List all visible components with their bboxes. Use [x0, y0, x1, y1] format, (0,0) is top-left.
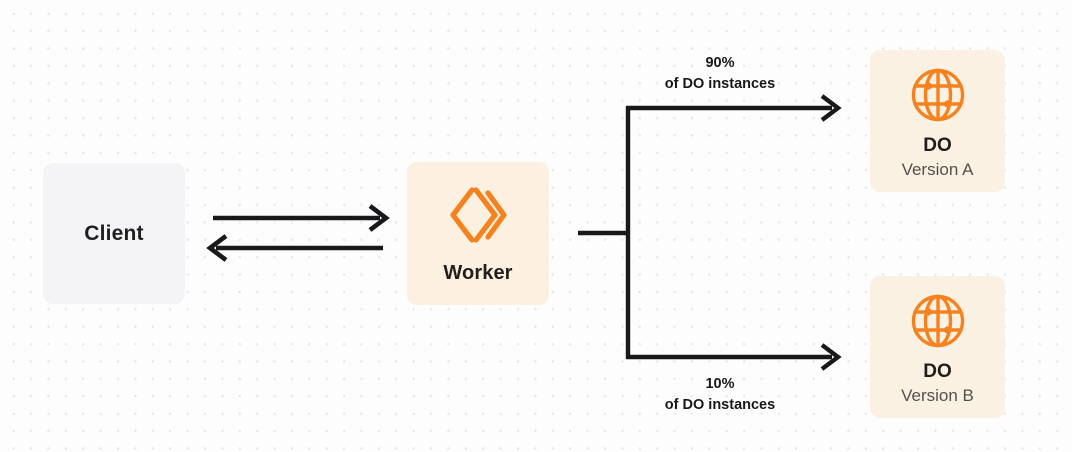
edge-label-do-a-percent: 90% — [705, 55, 735, 71]
node-do-version-b-sublabel: Version B — [901, 386, 974, 406]
node-worker-label: Worker — [443, 262, 513, 284]
arrowhead-right-icon — [368, 204, 390, 232]
edge-label-do-a: 90% of DO instances — [665, 53, 775, 95]
globe-icon — [909, 292, 967, 350]
edge-label-do-b-percent: 10% — [705, 376, 735, 392]
edge-label-do-b: 10% of DO instances — [665, 374, 775, 416]
arrowhead-right-icon — [820, 94, 842, 122]
globe-icon — [909, 66, 967, 124]
globe-dot-lower — [943, 326, 951, 334]
node-do-version-a-label: DO — [923, 135, 952, 157]
arrowhead-left-icon — [206, 234, 228, 262]
globe-dot-upper — [924, 308, 932, 316]
edge-worker-to-do-b — [626, 343, 842, 371]
edge-client-to-worker — [213, 204, 390, 232]
arrowhead-right-icon — [820, 343, 842, 371]
edge-worker-to-do-a — [626, 94, 842, 122]
globe-dot-upper — [924, 82, 932, 90]
node-client-label: Client — [84, 221, 144, 245]
node-do-version-a-sublabel: Version A — [901, 160, 974, 180]
node-do-version-b-label: DO — [923, 361, 952, 383]
cloudflare-workers-icon — [446, 184, 510, 246]
edge-label-do-a-detail: of DO instances — [664, 76, 776, 93]
globe-dot-lower — [943, 100, 951, 108]
node-do-version-b[interactable]: DO Version B — [870, 276, 1005, 418]
node-client[interactable]: Client — [43, 163, 185, 304]
edge-label-do-b-detail: of DO instances — [664, 397, 776, 414]
edge-worker-to-client — [206, 234, 383, 262]
node-worker[interactable]: Worker — [407, 162, 549, 305]
node-do-version-a[interactable]: DO Version A — [870, 50, 1005, 192]
